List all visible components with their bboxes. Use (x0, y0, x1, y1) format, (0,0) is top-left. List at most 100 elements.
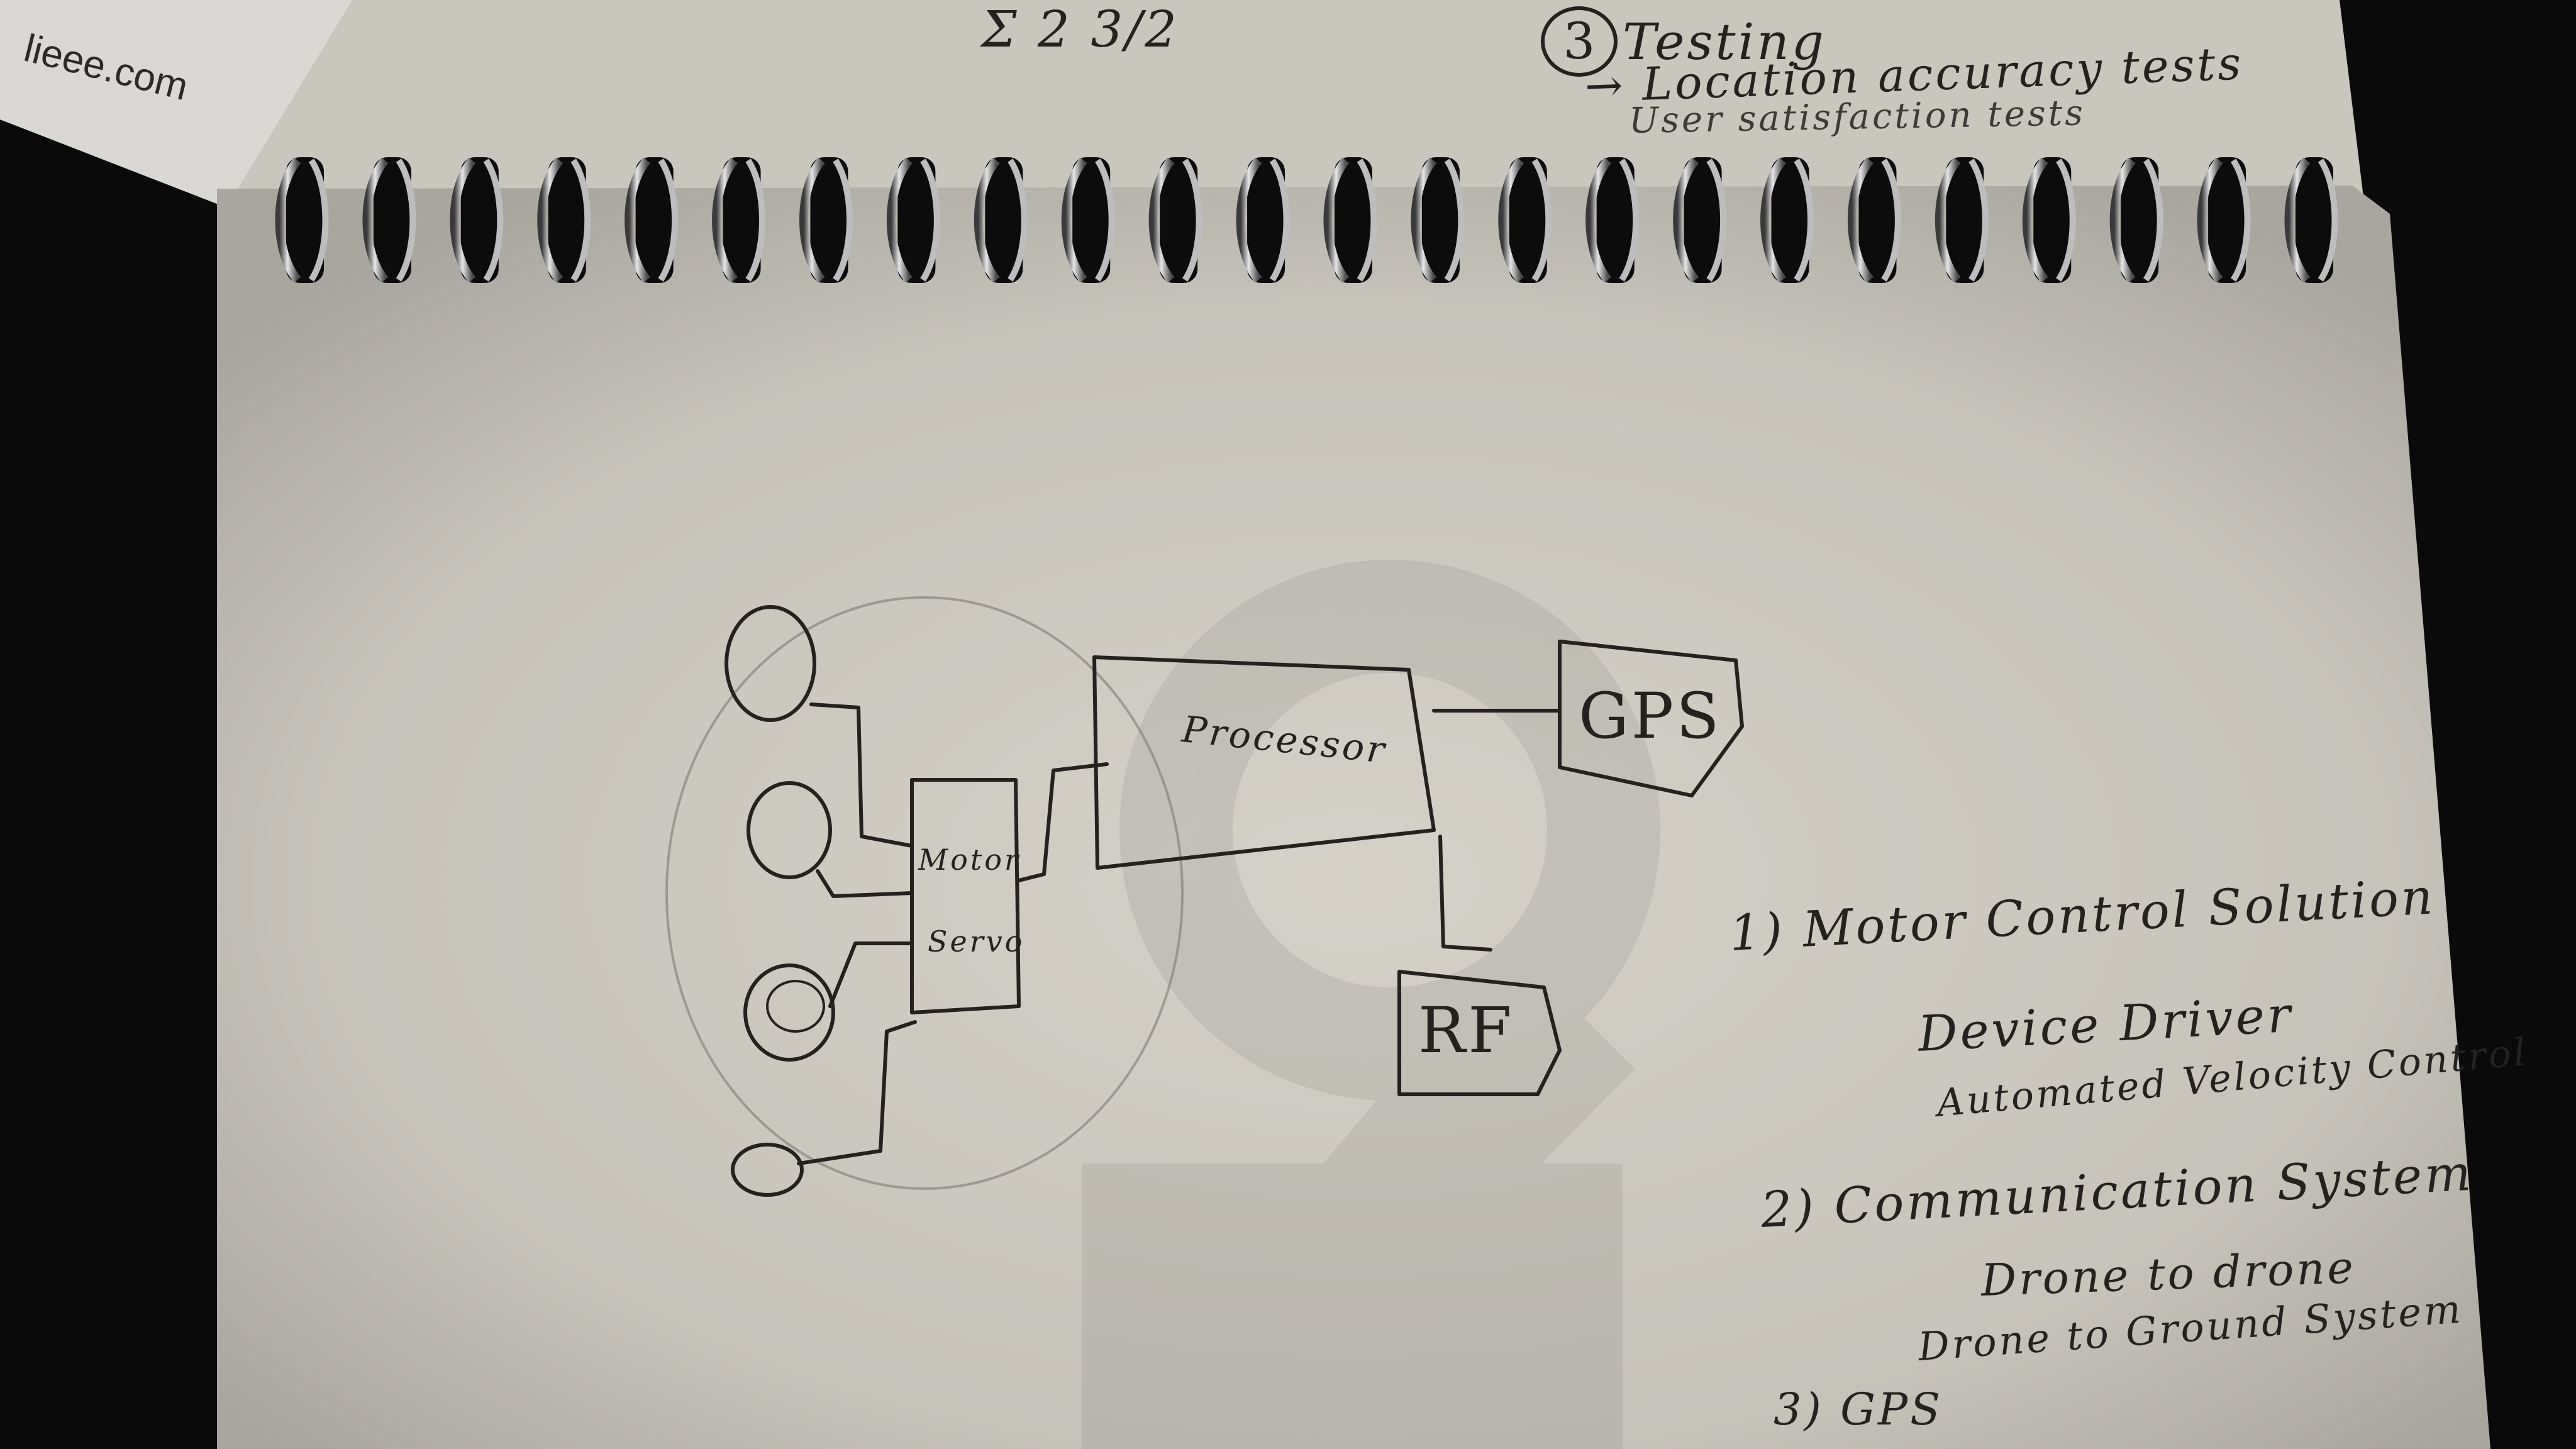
binding-ring (1444, 158, 1465, 282)
processor-box (1092, 655, 1436, 870)
binding-ring (1182, 158, 1202, 282)
binding-ring (2056, 158, 2076, 282)
binding-ring (2109, 157, 2136, 283)
binding-ring (2318, 158, 2338, 282)
binding-ring (308, 158, 329, 282)
binding-ring (2143, 158, 2163, 282)
binding-ring (1236, 157, 1262, 283)
binding-ring (570, 158, 591, 282)
item-number-circled: 3 (1541, 6, 1618, 77)
binding-hole (985, 157, 1023, 283)
propeller-3-inner (766, 980, 825, 1033)
propeller-4 (731, 1143, 804, 1197)
binding-ring (1357, 158, 1377, 282)
sum-note: Σ 2 3/2 (981, 0, 1180, 58)
binding-hole (1421, 157, 1460, 283)
binding-hole (1771, 157, 1809, 283)
motor-processor-link (1017, 762, 1109, 882)
binding-ring (1794, 158, 1814, 282)
binding-ring (712, 157, 738, 283)
binding-ring (1269, 158, 1290, 282)
binding-hole (810, 157, 848, 283)
binding-ring (1848, 157, 1874, 283)
upper-page (0, 0, 2365, 208)
rf-link (1438, 835, 1492, 952)
binding-hole (635, 157, 674, 283)
binding-hole (286, 157, 324, 283)
binding-hole (1247, 157, 1285, 283)
wire-1 (809, 702, 914, 848)
binding-ring (1760, 157, 1787, 283)
binding-hole (1596, 157, 1635, 283)
testing-sub-item-2: User satisfaction tests (1628, 92, 2086, 142)
propeller-1 (724, 605, 816, 722)
motor-servo-box (910, 778, 1021, 1014)
binding-ring (396, 158, 416, 282)
spiral-binding (275, 157, 2338, 283)
binding-hole (373, 157, 411, 283)
binding-ring (833, 158, 853, 282)
binding-ring (625, 157, 651, 283)
wire-2 (816, 869, 914, 898)
rf-box (1397, 970, 1562, 1096)
binding-ring (1935, 157, 1961, 283)
testing-title: Testing (1623, 13, 1827, 71)
binding-hole (2033, 157, 2072, 283)
binding-ring (1585, 157, 1612, 283)
binding-ring (1061, 157, 1087, 283)
binding-ring (483, 158, 504, 282)
binding-ring (1411, 157, 1437, 283)
binding-ring (1673, 157, 1699, 283)
white-sheet (0, 0, 352, 208)
binding-ring (658, 158, 679, 282)
binding-ring (2197, 157, 2223, 283)
wire-4 (797, 1020, 917, 1165)
binding-hole (1946, 157, 1984, 283)
binding-hole (2121, 157, 2159, 283)
binding-hole (1334, 157, 1372, 283)
binding-hole (2296, 157, 2333, 283)
binding-hole (1160, 157, 1198, 283)
binding-ring (362, 157, 389, 283)
gps-label: GPS (1579, 679, 1722, 753)
binding-ring (745, 158, 765, 282)
binding-ring (920, 158, 940, 282)
binding-hole (1858, 157, 1897, 283)
binding-hole (1509, 157, 1547, 283)
binding-hole (723, 157, 761, 283)
binding-ring (799, 157, 826, 283)
binding-ring (1881, 158, 1901, 282)
binding-ring (2022, 157, 2048, 283)
binding-hole (897, 157, 936, 283)
servo-label: Servo (928, 924, 1025, 958)
wire-3 (828, 941, 914, 1008)
binding-hole (1684, 157, 1722, 283)
pencil-drone-outline (665, 596, 1184, 1190)
binding-hole (2208, 157, 2246, 283)
watermark-logo (1082, 560, 1660, 1449)
binding-ring (1148, 157, 1175, 283)
motor-label: Motor (918, 843, 1021, 877)
binding-ring (2230, 158, 2251, 282)
binding-ring (1008, 158, 1028, 282)
binding-ring (2284, 157, 2311, 283)
binding-hole (1072, 157, 1111, 283)
binding-ring (1706, 158, 1727, 282)
propeller-3 (743, 963, 835, 1062)
note-item-3: 3) GPS (1774, 1384, 1943, 1435)
binding-ring (974, 157, 1000, 283)
rf-label: RF (1418, 994, 1514, 1067)
binding-ring (450, 157, 476, 283)
binding-ring (1619, 158, 1640, 282)
binding-ring (537, 157, 564, 283)
binding-ring (275, 157, 301, 283)
propeller-2 (747, 781, 832, 879)
binding-ring (1323, 157, 1350, 283)
binding-hole (460, 157, 499, 283)
binding-ring (1531, 158, 1552, 282)
binding-ring (1498, 157, 1524, 283)
binding-hole (548, 157, 586, 283)
gps-box (1558, 640, 1744, 797)
